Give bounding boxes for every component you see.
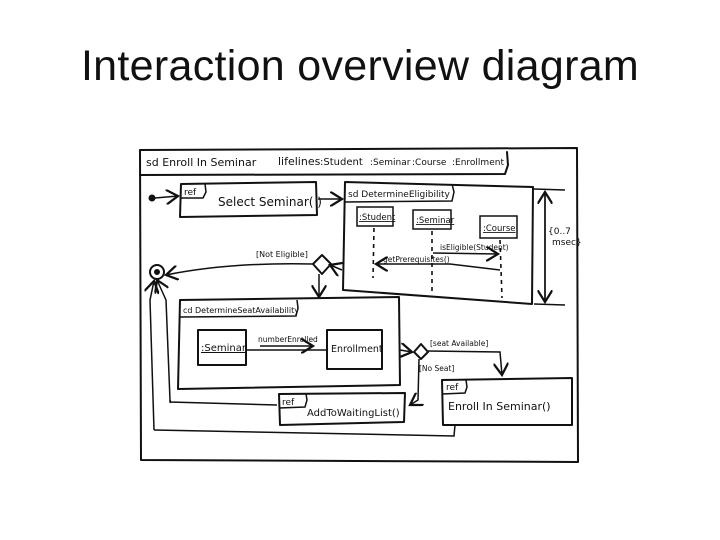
guard-seat-available: [seat Available] <box>430 339 488 348</box>
lifeline-enrollment: :Enrollment <box>452 158 504 168</box>
eligibility-tag: sd DetermineEligibility <box>348 190 450 200</box>
obj-student: :Student <box>359 213 396 223</box>
ref-enroll-in-seminar[interactable]: ref Enroll In Seminar() <box>441 377 573 426</box>
msg-is-eligible: isEligible(Student) <box>440 243 509 252</box>
seat-tag: cd DetermineSeatAvailability <box>183 306 299 315</box>
svg-text:msec}: msec} <box>552 238 582 248</box>
obj-course: :Course <box>483 224 516 234</box>
svg-text:{0..7: {0..7 <box>548 227 571 237</box>
decision-seat <box>413 343 429 360</box>
obj-seminar: :Seminar <box>416 216 455 226</box>
svg-text:ref: ref <box>282 398 295 408</box>
ref-add-to-waiting-list[interactable]: ref AddToWaitingList() <box>278 392 406 426</box>
guard-no-seat: [No Seat] <box>419 364 454 373</box>
lifeline-seminar: :Seminar <box>370 158 411 168</box>
lifeline-student: :Student <box>320 157 363 168</box>
svg-text:ref: ref <box>446 383 459 393</box>
initial-node <box>148 194 156 202</box>
lifeline-course: :Course <box>412 158 447 168</box>
guard-not-eligible: [Not Eligible] <box>256 250 308 259</box>
decision-eligibility <box>312 254 332 275</box>
sd-determine-eligibility[interactable]: sd DetermineEligibility :Student :Semina… <box>342 181 534 305</box>
assoc-number-enrolled: numberEnrolled <box>258 335 318 344</box>
final-node <box>149 264 165 280</box>
frame-label: sd Enroll In Seminar <box>146 156 257 169</box>
ref-tag: ref <box>184 188 197 198</box>
ref-select-seminar[interactable]: ref Select Seminar( ) <box>179 181 322 218</box>
msg-get-prerequisites: getPrerequisites() <box>383 255 450 264</box>
waiting-list-label: AddToWaitingList() <box>307 408 400 419</box>
lifelines-label: lifelines <box>278 155 321 168</box>
enroll-label: Enroll In Seminar() <box>448 400 551 413</box>
cd-determine-seat-availability[interactable]: cd DetermineSeatAvailability :Seminar En… <box>177 296 401 390</box>
select-seminar-label: Select Seminar( ) <box>218 195 322 209</box>
duration-constraint: {0..7 msec} <box>533 188 582 306</box>
obj-seminar-cd: :Seminar <box>201 343 247 354</box>
outer-frame: sd Enroll In Seminar lifelines :Student … <box>139 147 579 463</box>
slide-title: Interaction overview diagram <box>80 42 640 90</box>
obj-enrollment: Enrollment <box>331 344 383 355</box>
